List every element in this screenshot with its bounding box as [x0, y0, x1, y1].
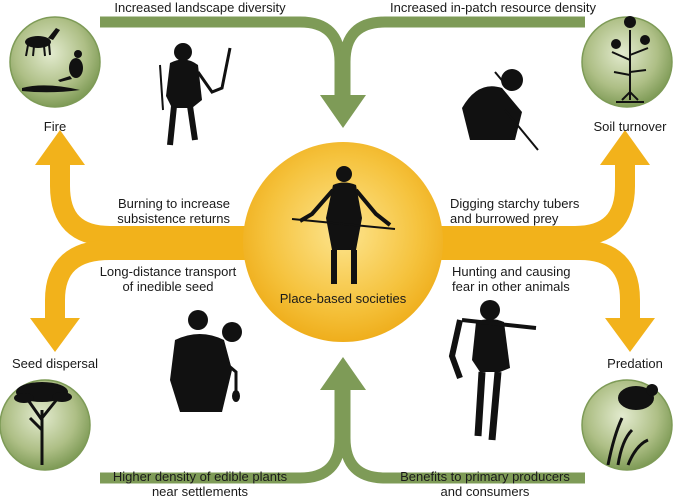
- arrow-landscape-diversity: [100, 16, 346, 95]
- resource-density-label: Increased in-patch resource density: [390, 0, 596, 15]
- tree-icon: [14, 382, 72, 465]
- arrow-burning: [50, 165, 260, 246]
- dancer-silhouette-icon: [291, 166, 396, 284]
- deer-kangaroo-lizard-icon: [22, 28, 83, 93]
- bird-plant-icon: [606, 384, 658, 466]
- arrow-transport: [45, 240, 260, 318]
- soil-circle: [581, 16, 673, 108]
- arrow-hunting: [420, 240, 640, 318]
- arrow-primary-producers: [339, 390, 585, 484]
- woman-with-fire-silhouette-icon: [159, 43, 232, 146]
- center-label: Place-based societies: [279, 291, 407, 306]
- fire-label: Fire: [43, 119, 67, 134]
- arrow-digging: [420, 165, 635, 246]
- crouching-digger-silhouette-icon: [462, 69, 539, 151]
- flowering-plant-icon: [611, 16, 650, 103]
- green-arrows: [100, 16, 585, 484]
- hunter-silhouette-icon: [448, 300, 537, 441]
- green-arrowheads: [320, 95, 366, 390]
- orange-arrows: [45, 165, 640, 318]
- predation-label: Predation: [607, 356, 663, 371]
- soil-turnover-label: Soil turnover: [593, 119, 667, 134]
- seed-dispersal-label: Seed dispersal: [12, 356, 98, 371]
- arrow-resource-density: [339, 16, 585, 95]
- woman-carrying-child-silhouette-icon: [170, 310, 242, 412]
- landscape-diversity-label: Increased landscape diversity: [114, 0, 286, 15]
- orange-arrowheads: [30, 130, 655, 352]
